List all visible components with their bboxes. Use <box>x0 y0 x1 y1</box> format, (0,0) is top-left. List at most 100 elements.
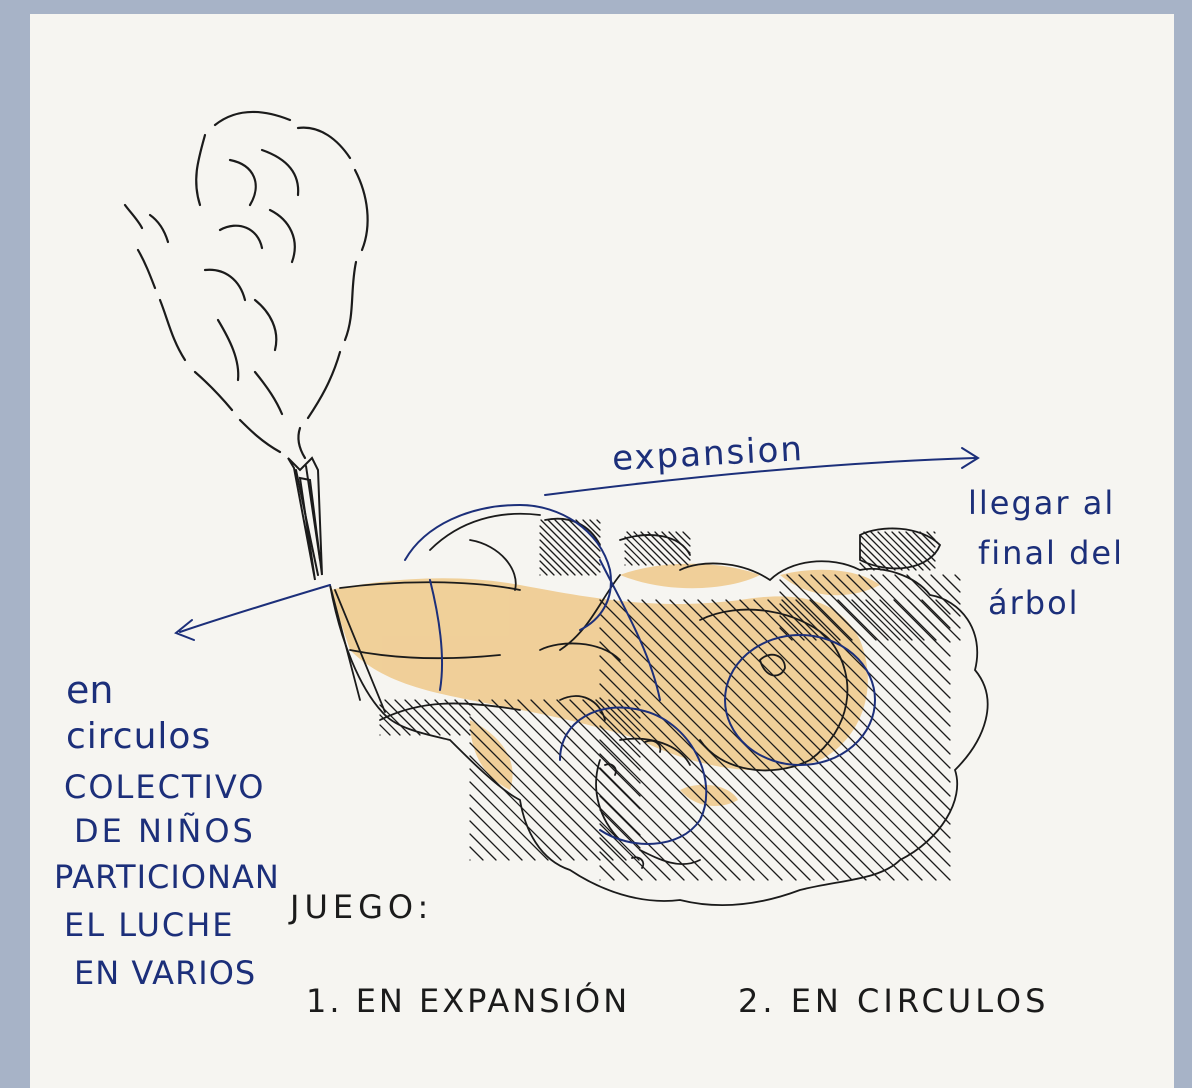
collective-line2: DE NIÑOS <box>74 812 256 850</box>
hatch-stroke <box>739 599 951 811</box>
hatch-stroke <box>779 579 841 641</box>
hatch-stroke <box>469 703 627 861</box>
hatch-stroke <box>540 519 597 576</box>
hatch-stroke <box>918 574 961 617</box>
hatch-stroke <box>851 599 951 699</box>
goal-label-line3: árbol <box>988 584 1080 622</box>
hatch-stroke <box>568 519 601 552</box>
collective-line1: COLECTIVO <box>64 768 266 806</box>
collective-line4: EL LUCHE <box>64 906 235 944</box>
hatch-stroke <box>454 699 471 716</box>
hatch-stroke <box>809 599 951 741</box>
hatch-stroke <box>905 531 936 562</box>
hatch-stroke <box>930 574 961 605</box>
hatch-stroke <box>640 531 675 566</box>
circles-arrowhead <box>174 619 195 641</box>
hatch-stroke <box>599 823 657 881</box>
hatch-stroke <box>469 755 575 861</box>
hatch-stroke <box>582 699 641 758</box>
hatch-stroke <box>599 739 741 881</box>
hatch-stroke <box>669 599 951 881</box>
hatch-stroke <box>469 742 588 861</box>
game-heading: JUEGO: <box>290 888 434 926</box>
hatch-stroke <box>926 531 936 541</box>
hatch-stroke <box>469 820 510 861</box>
hatch-stroke <box>641 599 923 881</box>
hatch-stroke <box>599 697 783 881</box>
hatch-stroke <box>863 531 903 571</box>
game-option-1: 1. EN EXPANSIÓN <box>306 982 631 1020</box>
hatch-lines <box>379 519 961 881</box>
hatch-stroke <box>469 729 601 861</box>
hatch-stroke <box>697 599 951 853</box>
hatch-stroke <box>779 627 793 641</box>
hatch-stroke <box>539 567 548 576</box>
circle-path-3 <box>724 634 876 766</box>
hatch-stroke <box>870 531 910 571</box>
cloud-crown <box>123 110 369 460</box>
hatch-stroke <box>539 553 562 576</box>
hatch-stroke <box>379 724 391 736</box>
hatch-stroke <box>517 699 641 823</box>
goal-label-line1: llegar al <box>968 484 1116 522</box>
hatch-stroke <box>879 599 951 671</box>
hatch-stroke <box>891 531 931 571</box>
hatch-stroke <box>870 574 937 641</box>
hatch-stroke <box>599 753 727 881</box>
hatch-stroke <box>379 704 411 736</box>
hatch-stroke <box>469 716 614 861</box>
hatch-stroke <box>624 550 640 566</box>
hatch-stroke <box>504 699 641 836</box>
hatch-stroke <box>599 837 643 881</box>
circles-label-line1: en <box>66 668 114 712</box>
hatch-stroke <box>569 699 641 771</box>
hatch-stroke <box>539 560 555 576</box>
hatch-stroke <box>933 531 936 534</box>
hatch-stroke <box>561 519 601 559</box>
hatch-stroke <box>786 574 853 641</box>
hatch-stroke <box>469 807 523 861</box>
hatch-stroke <box>543 699 641 797</box>
hatch-stroke <box>599 627 853 881</box>
hatch-stroke <box>779 591 829 641</box>
hatch-stroke <box>539 532 583 576</box>
hatch-stroke <box>599 725 755 881</box>
hatch-stroke <box>859 555 875 571</box>
hatch-stroke <box>434 699 471 736</box>
hatch-stroke <box>894 574 961 641</box>
hatch-stroke <box>954 574 961 581</box>
hatch-stroke <box>599 767 713 881</box>
hatch-stroke <box>725 599 951 825</box>
hatch-stroke <box>834 574 901 641</box>
hatch-stroke <box>624 557 633 566</box>
tree-trunk <box>287 456 323 581</box>
hatch-stroke <box>668 531 691 554</box>
hatch-stroke <box>877 531 917 571</box>
hatch-stroke <box>837 599 951 713</box>
hatch-stroke <box>554 519 601 566</box>
expansion-arrowhead <box>961 447 980 469</box>
hatch-stroke <box>912 531 936 555</box>
hatch-stroke <box>424 699 461 736</box>
hatch-stroke <box>627 599 909 881</box>
hatch-stroke <box>599 683 797 881</box>
hatch-stroke <box>379 714 401 736</box>
hatch-stroke <box>599 809 671 881</box>
hatch-stroke <box>921 599 951 629</box>
expansion-arrow-line <box>544 457 976 496</box>
hatch-stroke <box>595 699 641 745</box>
hatch-stroke <box>626 531 661 566</box>
hatch-stroke <box>898 531 936 569</box>
hatch-stroke <box>767 599 951 783</box>
hatch-stroke <box>556 699 641 784</box>
hatch-stroke <box>858 574 925 641</box>
hatch-stroke <box>846 574 913 641</box>
hatch-stroke <box>798 574 865 641</box>
hatch-stroke <box>865 599 951 685</box>
circles-label-line2: circulos <box>66 716 212 757</box>
hatch-stroke <box>582 519 601 538</box>
hatch-stroke <box>394 699 431 736</box>
hatch-stroke <box>711 599 951 839</box>
hatch-stroke <box>919 531 936 548</box>
